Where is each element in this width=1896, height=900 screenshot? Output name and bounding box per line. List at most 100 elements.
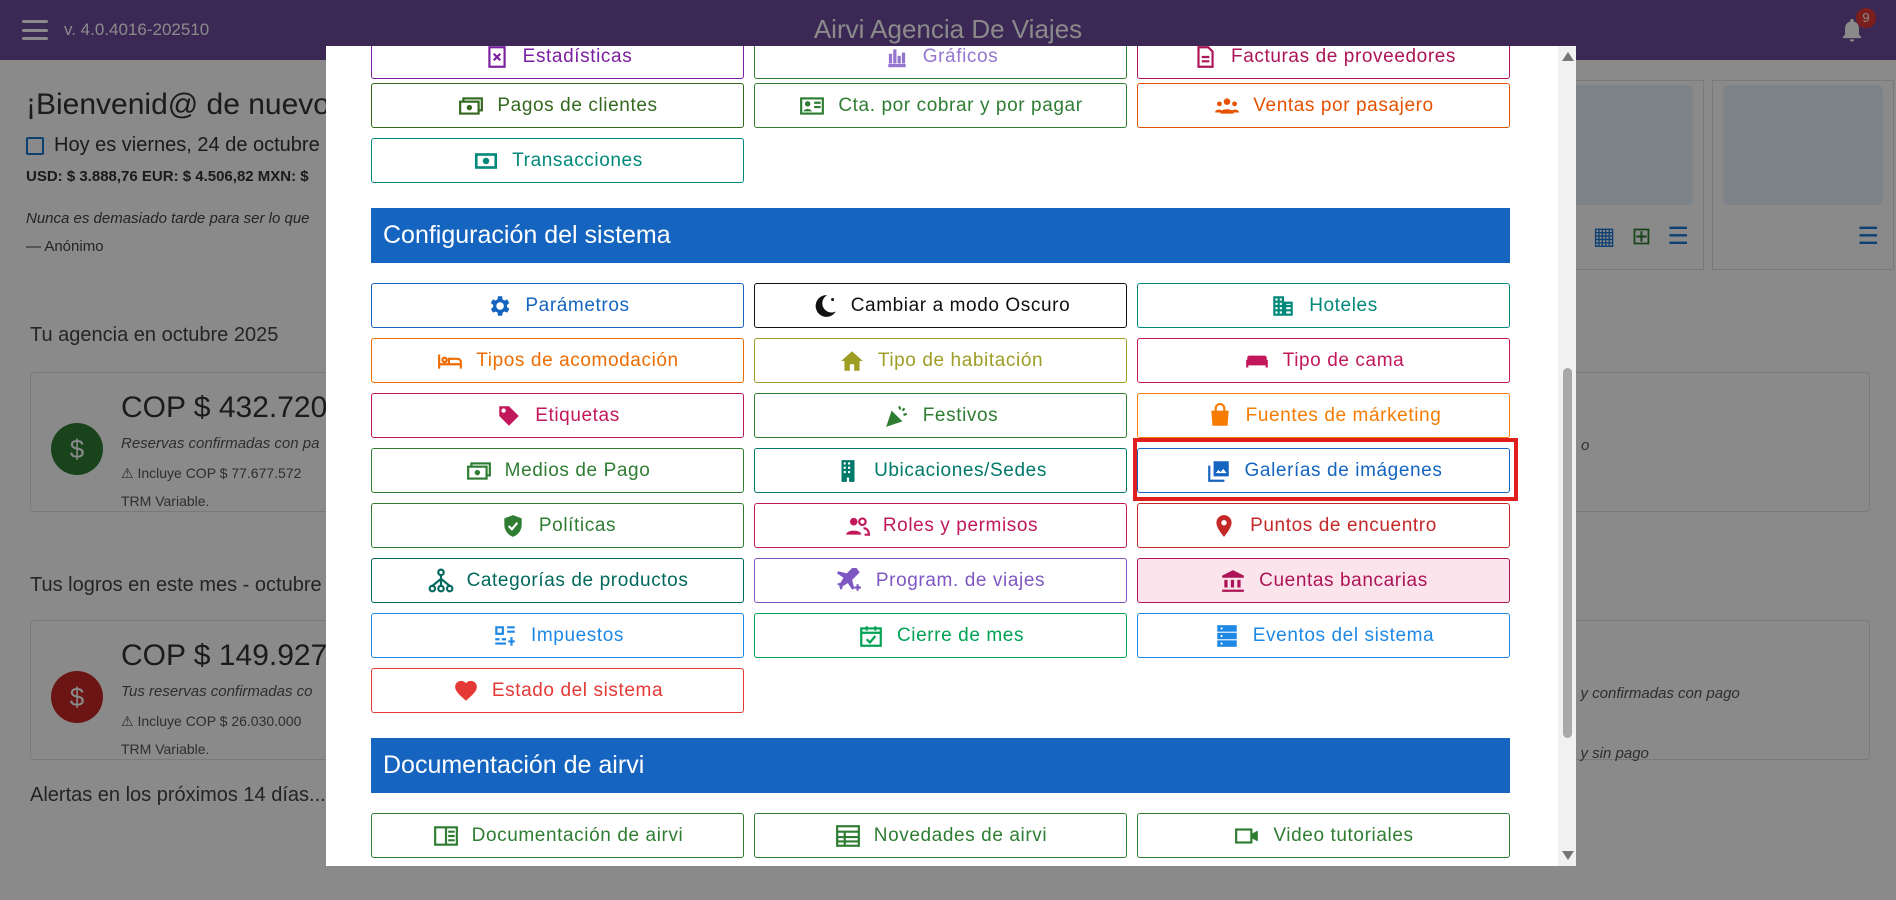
tipo-cama-button[interactable]: Tipo de cama (1137, 338, 1510, 383)
stat-trm: TRM Variable. (121, 493, 210, 509)
today-text: Hoy es viernes, 24 de octubre (54, 134, 320, 156)
tipos-acomodacion-button[interactable]: Tipos de acomodación (371, 338, 744, 383)
calendar-add-icon[interactable]: ⊞ (1631, 223, 1652, 250)
stat-right-text: o (1581, 437, 1590, 454)
scroll-down-icon[interactable] (1562, 851, 1574, 860)
graficos-button[interactable]: Gráficos (754, 46, 1127, 79)
ubicaciones-sedes-button[interactable]: Ubicaciones/Sedes (754, 448, 1127, 493)
stat-description: Reservas confirmadas con pa (121, 435, 320, 452)
ventas-pasajero-button[interactable]: Ventas por pasajero (1137, 83, 1510, 128)
users-icon (843, 513, 871, 539)
modal-scrollbar[interactable] (1558, 46, 1576, 866)
sofa-icon (1243, 348, 1271, 374)
modo-oscuro-button[interactable]: Cambiar a modo Oscuro (754, 283, 1127, 328)
scroll-up-icon[interactable] (1562, 52, 1574, 61)
config-section-header: Configuración del sistema (371, 208, 1510, 263)
list-icon[interactable]: ☰ (1667, 223, 1689, 250)
cuentas-bancarias-button[interactable]: Cuentas bancarias (1137, 558, 1510, 603)
gear-icon (485, 293, 513, 319)
fuentes-marketing-button[interactable]: Fuentes de márketing (1137, 393, 1510, 438)
office-building-icon (834, 458, 862, 484)
eventos-sistema-button[interactable]: Eventos del sistema (1137, 613, 1510, 658)
table-icon (834, 823, 862, 849)
quote-text: Nunca es demasiado tarde para ser lo que (26, 210, 310, 227)
cash-icon (457, 93, 485, 119)
stat-note: ⚠ Incluye COP $ 26.030.000 (121, 713, 302, 729)
agency-heading: Tu agencia en octubre 2025 (30, 324, 279, 346)
hoteles-button[interactable]: Hoteles (1137, 283, 1510, 328)
welcome-title: ¡Bienvenid@ de nuevo (26, 88, 330, 121)
list-icon[interactable]: ☰ (1857, 223, 1879, 250)
app-version: v. 4.0.4016-202510 (64, 20, 210, 39)
festivos-button[interactable]: Festivos (754, 393, 1127, 438)
roles-permisos-button[interactable]: Roles y permisos (754, 503, 1127, 548)
stat-trm: TRM Variable. (121, 741, 210, 757)
tax-icon (491, 623, 519, 649)
people-icon (1213, 93, 1241, 119)
stat-note: ⚠ Incluye COP $ 77.677.572 (121, 465, 302, 481)
tag-icon (495, 403, 523, 429)
document-icon (1191, 46, 1219, 70)
stat-right-text: re y confirmadas con pago (1563, 685, 1740, 702)
stat-amount: COP $ 149.927 (121, 639, 328, 672)
server-icon (1213, 623, 1241, 649)
shopping-bag-icon (1206, 402, 1234, 429)
estadisticas-button[interactable]: Estadísticas (371, 46, 744, 79)
hamburger-menu-icon[interactable] (22, 20, 48, 40)
heart-icon (452, 678, 480, 704)
cierre-mes-button[interactable]: Cierre de mes (754, 613, 1127, 658)
cash-icon (465, 458, 493, 484)
map-pin-icon (1210, 513, 1238, 539)
notification-badge: 9 (1856, 8, 1876, 28)
dollar-icon: $ (51, 671, 103, 723)
image-gallery-icon (1205, 458, 1233, 484)
hierarchy-icon (427, 568, 455, 594)
categorias-productos-button[interactable]: Categorías de productos (371, 558, 744, 603)
estado-sistema-button[interactable]: Estado del sistema (371, 668, 744, 713)
stat-description: Tus reservas confirmadas co (121, 683, 313, 700)
bed-icon (436, 348, 464, 374)
party-popper-icon (883, 403, 911, 429)
medios-pago-button[interactable]: Medios de Pago (371, 448, 744, 493)
spreadsheet-icon (483, 46, 511, 70)
video-camera-icon (1233, 823, 1261, 849)
video-tutoriales-button[interactable]: Video tutoriales (1137, 813, 1510, 858)
impuestos-button[interactable]: Impuestos (371, 613, 744, 658)
quote-author: — Anónimo (26, 238, 104, 255)
exchange-rates: USD: $ 3.888,76 EUR: $ 4.506,82 MXN: $ (26, 168, 309, 185)
money-icon (472, 148, 500, 174)
stat-right-text: re y sin pago (1563, 745, 1649, 762)
politicas-button[interactable]: Políticas (371, 503, 744, 548)
moon-icon (811, 293, 839, 319)
calendar-icon[interactable]: ▦ (1592, 223, 1616, 250)
shield-check-icon (499, 513, 527, 539)
pagos-clientes-button[interactable]: Pagos de clientes (371, 83, 744, 128)
bar-chart-icon (883, 46, 911, 70)
galerias-imagenes-button[interactable]: Galerías de imágenes (1137, 448, 1510, 493)
cuentas-cobrar-pagar-button[interactable]: Cta. por cobrar y por pagar (754, 83, 1127, 128)
alerts-heading: Alertas en los próximos 14 días... (30, 784, 326, 806)
app-title: Airvi Agencia De Viajes (813, 14, 1083, 44)
transacciones-button[interactable]: Transacciones (371, 138, 744, 183)
tickets-tile[interactable]: ☰ (1712, 80, 1894, 270)
airplane-plus-icon (836, 567, 864, 594)
novedades-button[interactable]: Novedades de airvi (754, 813, 1127, 858)
calendar-icon (26, 136, 44, 155)
facturas-proveedores-button[interactable]: Facturas de proveedores (1137, 46, 1510, 79)
bell-icon[interactable] (1838, 16, 1866, 44)
tile-actions: ▦ ⊞ ☰ (1593, 222, 1689, 251)
parametros-button[interactable]: Parámetros (371, 283, 744, 328)
stat-amount: COP $ 432.720 (121, 391, 328, 424)
calendar-check-icon (857, 623, 885, 649)
ticket-illustration-icon (1723, 85, 1883, 205)
documentacion-button[interactable]: Documentación de airvi (371, 813, 744, 858)
tipo-habitacion-button[interactable]: Tipo de habitación (754, 338, 1127, 383)
etiquetas-button[interactable]: Etiquetas (371, 393, 744, 438)
today-line: Hoy es viernes, 24 de octubre (26, 134, 320, 157)
scroll-thumb[interactable] (1563, 368, 1572, 738)
settings-modal: Estadísticas Gráficos Facturas de provee… (326, 46, 1576, 866)
achievements-heading: Tus logros en este mes - octubre (30, 574, 322, 596)
home-icon (838, 348, 866, 374)
programacion-viajes-button[interactable]: Program. de viajes (754, 558, 1127, 603)
puntos-encuentro-button[interactable]: Puntos de encuentro (1137, 503, 1510, 548)
